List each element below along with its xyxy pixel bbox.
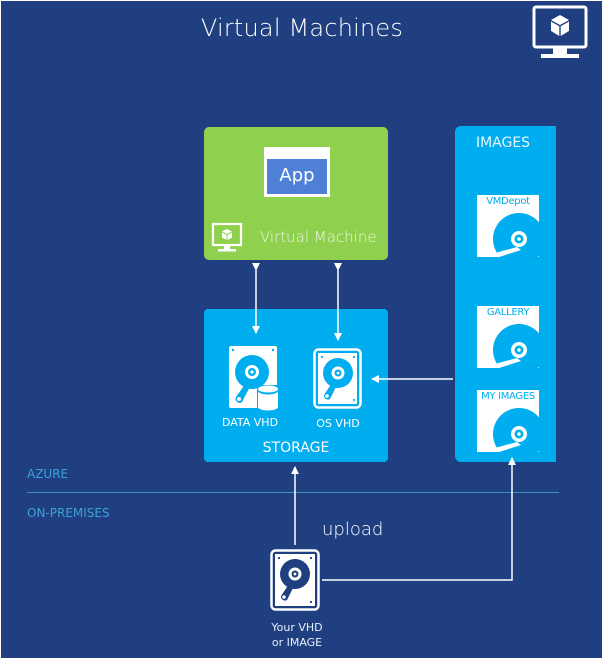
disk-image-icon (493, 324, 539, 368)
virtual-machine-label: Virtual Machine (260, 228, 377, 246)
cube-icon (551, 15, 569, 36)
data-vhd-label: DATA VHD (221, 416, 279, 429)
images-title: IMAGES (475, 135, 531, 151)
image-tile-vmdepot: VMDepot (477, 195, 539, 257)
azure-zone-label: AZURE (27, 467, 69, 481)
storage-label: STORAGE (262, 440, 330, 456)
image-tile-label: GALLERY (486, 307, 530, 318)
source-label: Your VHD or IMAGE (250, 620, 344, 650)
zone-divider (27, 492, 559, 493)
source-label-line2: or IMAGE (271, 636, 323, 649)
virtual-machine-monitor-icon (211, 222, 243, 252)
image-tile-gallery: GALLERY (477, 306, 539, 368)
page-title: Virtual Machines (200, 14, 404, 42)
on-premises-zone-label: ON-PREMISES (27, 506, 110, 520)
source-label-line1: Your VHD (271, 621, 323, 634)
os-vhd-label: OS VHD (316, 417, 360, 430)
image-tile-label: VMDepot (486, 196, 530, 207)
arrow (322, 457, 516, 581)
arrow-upload-to-images (322, 457, 516, 581)
image-tile-my-images: MY IMAGES (477, 390, 539, 452)
hard-disk-icon (313, 348, 362, 409)
app-label: App (267, 159, 327, 194)
app-window: App (264, 147, 330, 197)
disk-image-icon (493, 408, 539, 452)
disk-image-icon (493, 213, 539, 257)
image-tile-label: MY IMAGES (481, 391, 535, 402)
upload-label: upload (322, 519, 384, 540)
hard-disk-icon (270, 549, 320, 611)
virtual-machine-monitor-icon (532, 5, 588, 58)
hard-disk-with-database-icon (229, 346, 279, 411)
